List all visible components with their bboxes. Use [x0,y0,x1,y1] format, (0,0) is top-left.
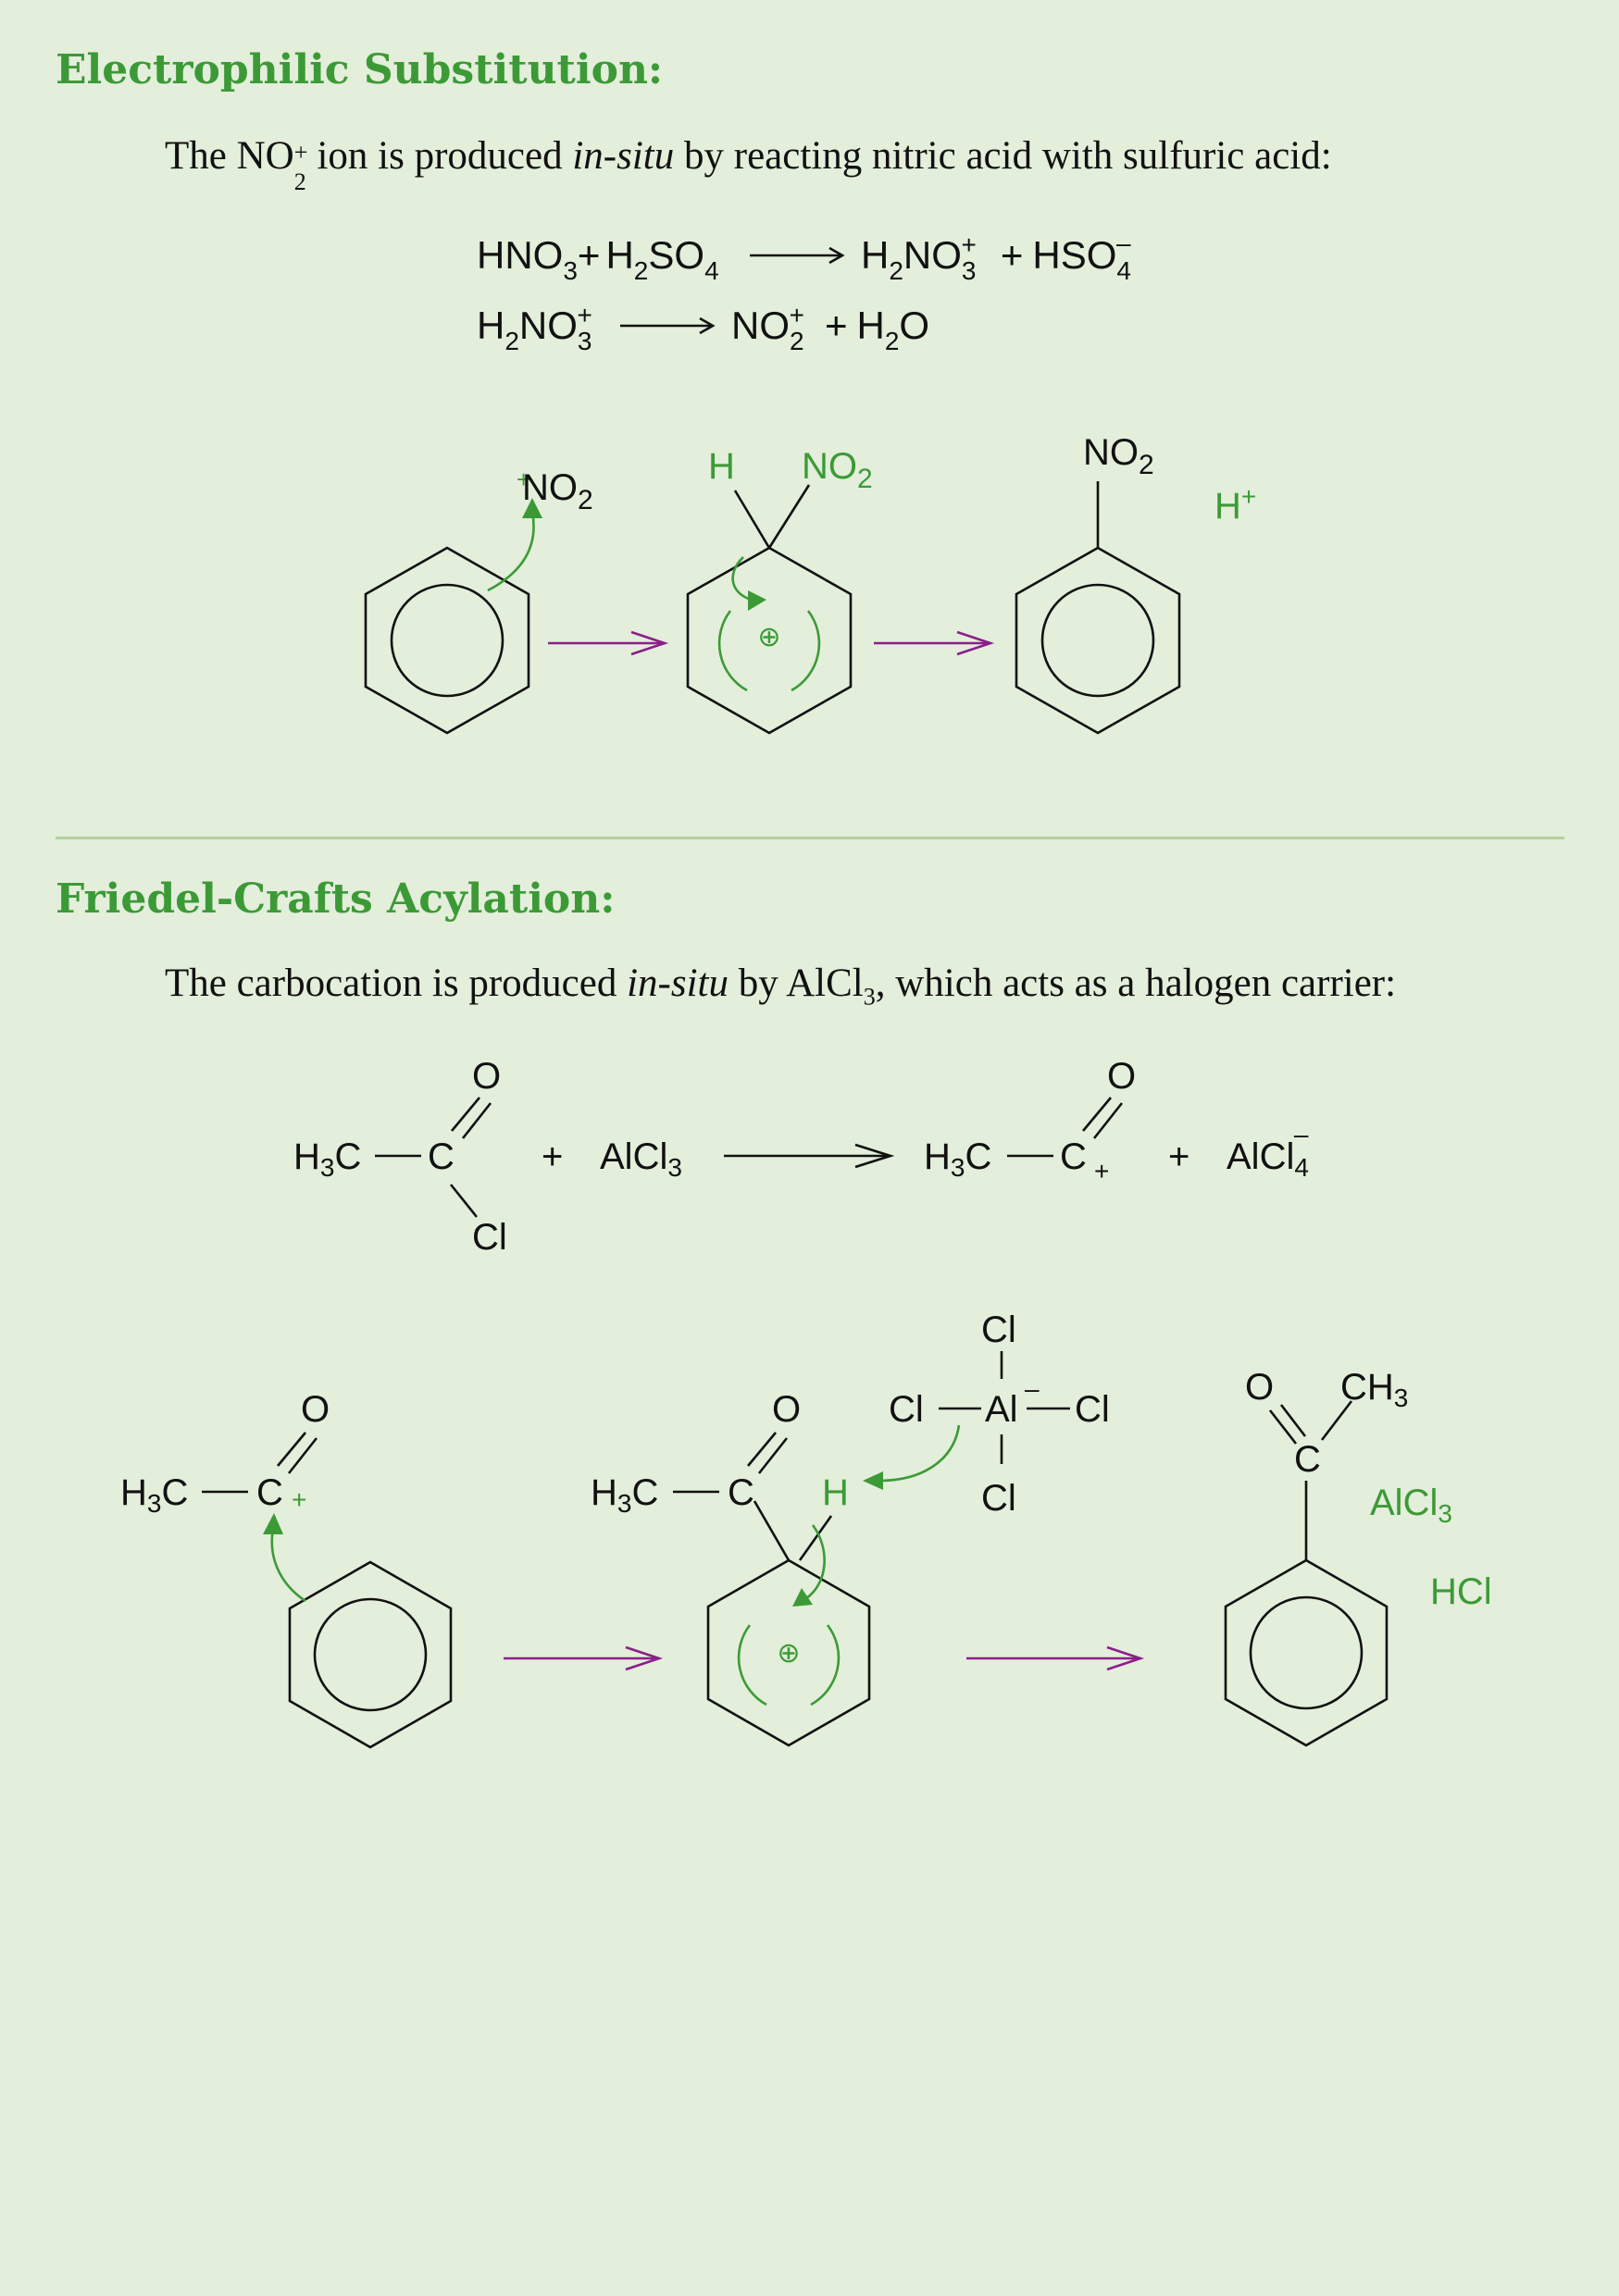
section-heading-electrophilic: Electrophilic Substitution: [56,46,664,93]
plus-sign-2: + [1168,1136,1189,1177]
alcl4-cl-top: Cl [981,1309,1016,1350]
acylium-mech-charge: + [292,1485,306,1514]
tetrachloroaluminate: AlCl4– [1227,1120,1309,1182]
intro-text-nitronium: The NO+2 ion is produced in-situ by reac… [165,134,1332,195]
eq2-products: NO2++H2O [731,301,929,355]
acetophenone-oxygen: O [1245,1367,1274,1408]
acetophenone-carbon: C [1294,1439,1321,1480]
intro-text-carbocation: The carbocation is produced in-situ by A… [165,962,1397,1011]
arenium-ion-ring [706,1558,871,1747]
acylium-mech-h3c: H3C [120,1472,188,1518]
plus-sign-1: + [542,1136,563,1177]
equation-arrow [724,1143,895,1169]
acylium-oxygen: O [1107,1056,1136,1097]
acetyl-chloride-carbon: C [428,1136,455,1177]
intermediate-carbon: C [728,1472,754,1513]
intermediate-hydrogen: H [822,1472,849,1513]
alcl4-al: Al [985,1389,1018,1430]
acylium-mech-bonds [202,1432,318,1494]
wheland-intermediate-ring [686,484,853,735]
acetophenone-ring [1224,1558,1389,1747]
section-divider [56,837,1564,839]
eq1-reactants: HNO3+H2SO4 [477,233,719,285]
product-no2-label: NO2 [1083,432,1154,480]
alcl4-bonds [939,1351,1070,1464]
curly-arrow-ring-restore [792,1524,826,1607]
acetophenone-methyl: CH3 [1340,1367,1408,1412]
acylium-h3c: H3C [924,1136,991,1182]
acetyl-chloride-bonds [375,1097,492,1218]
acylium-charge: + [1094,1157,1109,1185]
nitrobenzene-ring [1015,481,1181,735]
curly-arrow-acylium-attack [263,1513,306,1603]
acylium-bonds [1007,1097,1124,1158]
intermediate-h3c: H3C [591,1472,658,1518]
alcl4-charge: – [1025,1374,1040,1403]
intermediate-no2-label: NO2 [802,446,873,494]
intermediate-oxygen: O [772,1389,801,1430]
curly-arrow-deprotonation [731,556,766,611]
acetyl-chloride-chlorine: Cl [472,1217,507,1258]
aluminium-chloride: AlCl3 [600,1136,682,1182]
alcl4-cl-left: Cl [889,1389,924,1430]
benzene-ring-acylation-reactant [288,1560,453,1749]
curly-arrow-proton-abstraction [863,1424,961,1490]
reaction-arrow-1 [548,630,669,656]
arenium-positive-charge: ⊕ [777,1638,800,1669]
nitration-equations: HNO3+H2SO4 H2NO3++HSO4– H2NO3+ NO2++H2O [477,229,1131,355]
benzene-ring-reactant [364,546,530,735]
nitronium-charge: + [517,465,530,493]
reaction-arrow-3 [504,1645,664,1671]
eq1-products: H2NO3++HSO4– [861,229,1131,285]
acylation-mechanism: H3C C + O H3C C O H ⊕ [120,1309,1492,1749]
acetophenone-bonds [1268,1400,1353,1560]
regenerated-alcl3: AlCl3 [1370,1483,1452,1528]
curly-arrow-attack [487,498,542,592]
acylium-formation-equation: H3C C O Cl + AlCl3 H3C C + O + AlCl4– [293,1056,1309,1258]
section-heading-friedel-crafts: Friedel-Crafts Acylation: [56,875,616,923]
intermediate-bonds [673,1432,833,1561]
reaction-arrow-2 [874,630,995,656]
eq2-reactants: H2NO3+ [477,301,592,355]
eq2-reaction-arrow [620,316,716,335]
acylium-mech-oxygen: O [301,1389,330,1430]
reaction-arrow-4 [966,1645,1145,1671]
acetyl-chloride-oxygen: O [472,1056,501,1097]
alcl4-cl-bottom: Cl [981,1478,1016,1519]
acetyl-chloride-h3c: H3C [293,1136,361,1182]
acylium-mech-carbon: C [256,1472,283,1513]
eq1-reaction-arrow [750,246,845,265]
proton-byproduct: H+ [1214,482,1256,527]
alcl4-cl-right: Cl [1075,1389,1110,1430]
nitration-mechanism: + NO2 H NO2 ⊕ NO2 H+ [364,432,1256,735]
intermediate-positive-charge: ⊕ [757,622,780,652]
hcl-byproduct: HCl [1430,1571,1492,1612]
delocalized-charge-arc [717,610,821,692]
intermediate-h-label: H [708,446,735,487]
acylium-carbon: C [1060,1136,1087,1177]
